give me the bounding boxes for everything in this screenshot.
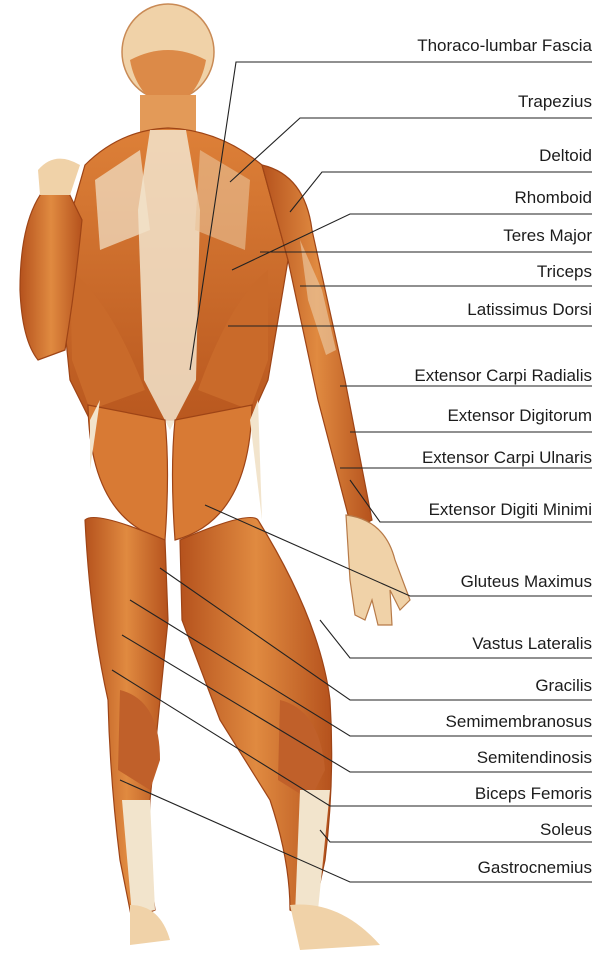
label-gluteus-maximus: Gluteus Maximus bbox=[461, 572, 592, 592]
label-semitendinosis: Semitendinosis bbox=[477, 748, 592, 768]
right-arm bbox=[262, 165, 372, 530]
torso bbox=[58, 128, 288, 430]
head bbox=[122, 4, 214, 135]
label-deltoid: Deltoid bbox=[539, 146, 592, 166]
left-leg bbox=[85, 518, 170, 946]
label-latissimus-dorsi: Latissimus Dorsi bbox=[467, 300, 592, 320]
label-vastus-lateralis: Vastus Lateralis bbox=[472, 634, 592, 654]
label-trapezius: Trapezius bbox=[518, 92, 592, 112]
label-biceps-femoris: Biceps Femoris bbox=[475, 784, 592, 804]
label-extensor-digiti-minimi: Extensor Digiti Minimi bbox=[429, 500, 592, 520]
label-semimembranosus: Semimembranosus bbox=[446, 712, 592, 732]
label-soleus: Soleus bbox=[540, 820, 592, 840]
label-rhomboid: Rhomboid bbox=[515, 188, 593, 208]
label-thoraco-lumbar-fascia: Thoraco-lumbar Fascia bbox=[417, 36, 592, 56]
label-extensor-carpi-radialis: Extensor Carpi Radialis bbox=[414, 366, 592, 386]
label-triceps: Triceps bbox=[537, 262, 592, 282]
label-extensor-digitorum: Extensor Digitorum bbox=[447, 406, 592, 426]
label-gracilis: Gracilis bbox=[535, 676, 592, 696]
right-hand bbox=[346, 515, 410, 625]
label-teres-major: Teres Major bbox=[503, 226, 592, 246]
label-extensor-carpi-ulnaris: Extensor Carpi Ulnaris bbox=[422, 448, 592, 468]
label-gastrocnemius: Gastrocnemius bbox=[478, 858, 592, 878]
